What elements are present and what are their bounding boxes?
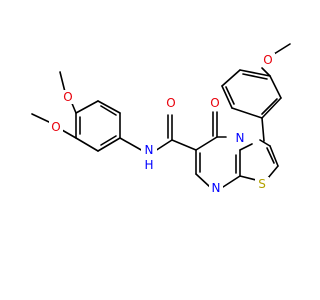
ring-carbonyl-oxygen-label: O bbox=[210, 96, 219, 110]
bridge-nitrogen-label: N bbox=[236, 131, 245, 145]
molecule-canvas: O O N H O O N N S O bbox=[31, 43, 291, 195]
sulfur-label: S bbox=[258, 177, 266, 191]
oxygen-label-methoxy-top: O bbox=[63, 90, 72, 104]
amide-hydrogen-label: H bbox=[144, 158, 153, 172]
oxygen-label-methoxy-right: O bbox=[263, 53, 272, 67]
pyrimidinone-ring bbox=[195, 111, 241, 188]
structure-diagram: O O N H O O N N S O bbox=[31, 43, 291, 195]
dimethoxyphenyl-ring bbox=[75, 100, 121, 152]
amide-nitrogen-label: N bbox=[145, 143, 154, 157]
methoxyphenyl-ring bbox=[221, 43, 291, 142]
amide-linkage bbox=[119, 114, 197, 152]
amide-carbonyl-oxygen-label: O bbox=[166, 96, 175, 110]
atom-labels: O O N H O O N N S O bbox=[49, 53, 275, 195]
thiazole-ring bbox=[239, 139, 279, 181]
oxygen-label-methoxy-bottom: O bbox=[51, 120, 60, 134]
ring-nitrogen-label: N bbox=[212, 181, 221, 195]
